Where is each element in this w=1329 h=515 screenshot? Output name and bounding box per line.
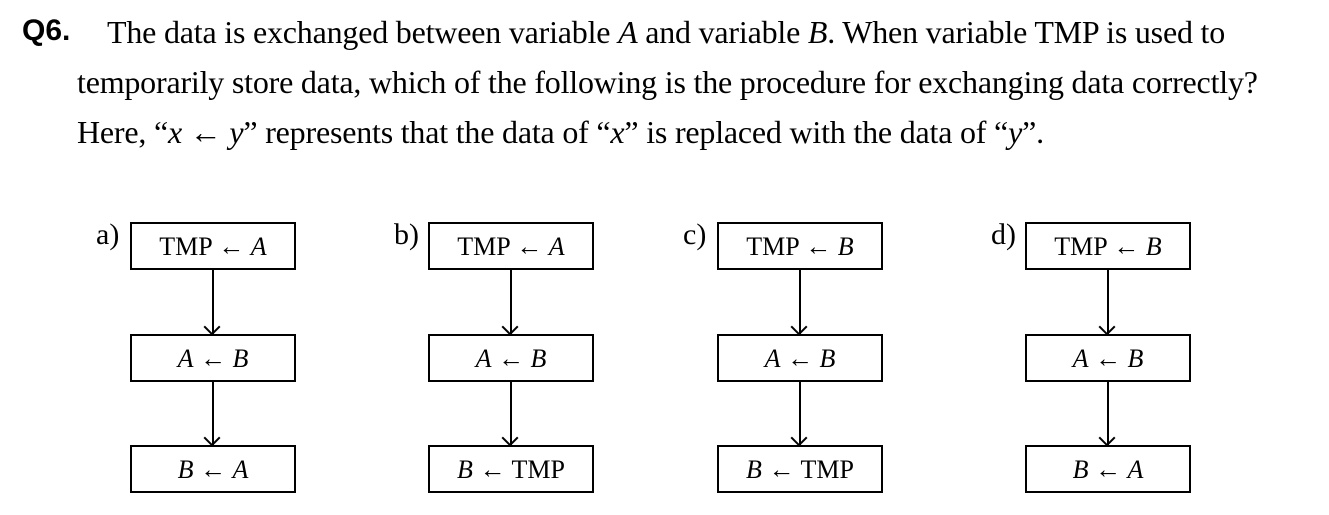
question-line-1: The data is exchanged between variable A…	[107, 14, 1226, 50]
left-arrow-icon: ←	[780, 344, 820, 373]
question-line-2: temporarily store data, which of the fol…	[77, 64, 1258, 100]
left-arrow-icon: ←	[798, 232, 838, 261]
process-box-step-3: B ← A	[1025, 445, 1191, 493]
left-arrow-icon: ←	[472, 455, 512, 484]
process-box-step-2: A ← B	[1025, 334, 1191, 382]
process-box-step-1: TMP ← A	[130, 222, 296, 270]
flow-arrow-down-icon	[212, 382, 214, 445]
question-line-3: Here, “x ← y” represents that the data o…	[77, 114, 1044, 150]
process-box-step-1: TMP ← B	[717, 222, 883, 270]
flow-arrow-down-icon	[510, 382, 512, 445]
left-arrow-icon: ←	[193, 344, 233, 373]
flow-arrow-down-icon	[799, 270, 801, 334]
left-arrow-icon: ←	[1106, 232, 1146, 261]
flow-arrow-down-icon	[799, 382, 801, 445]
process-box-step-2: A ← B	[428, 334, 594, 382]
option-a-flowchart: a) TMP ← A A ← B B ← A	[96, 218, 298, 498]
flow-arrow-down-icon	[1107, 382, 1109, 445]
option-b-flowchart: b) TMP ← A A ← B B ← TMP	[394, 218, 596, 498]
option-letter: d)	[991, 218, 1016, 251]
question-label: Q6.	[22, 14, 71, 47]
option-letter: a)	[96, 218, 120, 251]
process-box-step-1: TMP ← A	[428, 222, 594, 270]
process-box-step-1: TMP ← B	[1025, 222, 1191, 270]
option-letter: b)	[394, 218, 419, 251]
flow-arrow-down-icon	[212, 270, 214, 334]
option-c-flowchart: c) TMP ← B A ← B B ← TMP	[683, 218, 885, 498]
flow-arrow-down-icon	[510, 270, 512, 334]
left-arrow-icon: ←	[761, 455, 801, 484]
left-arrow-icon: ←	[1088, 455, 1128, 484]
left-arrow-icon: ←	[491, 344, 531, 373]
left-arrow-icon: ←	[509, 232, 549, 261]
process-box-step-2: A ← B	[130, 334, 296, 382]
left-arrow-icon: ←	[193, 455, 233, 484]
process-box-step-3: B ← A	[130, 445, 296, 493]
left-arrow-icon: ←	[1088, 344, 1128, 373]
process-box-step-2: A ← B	[717, 334, 883, 382]
process-box-step-3: B ← TMP	[717, 445, 883, 493]
option-letter: c)	[683, 218, 707, 251]
option-d-flowchart: d) TMP ← B A ← B B ← A	[991, 218, 1193, 498]
flow-arrow-down-icon	[1107, 270, 1109, 334]
process-box-step-3: B ← TMP	[428, 445, 594, 493]
left-arrow-icon: ←	[211, 232, 251, 261]
